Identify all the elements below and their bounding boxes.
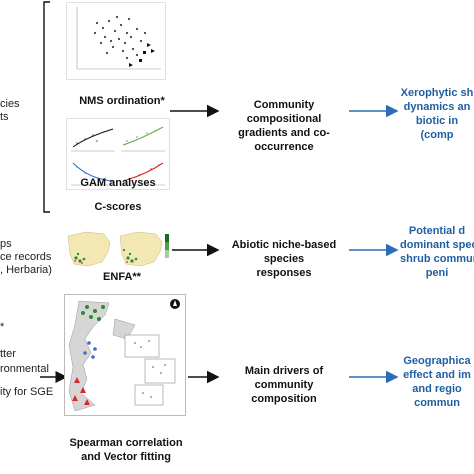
- input-block-3-line-4: ity for SGE: [0, 386, 54, 398]
- right-output-1: Xerophytic sh dynamics an biotic in (com…: [400, 86, 474, 142]
- middle-output-3-line-1: Main drivers of community: [244, 365, 324, 391]
- right-output-3: Geographica effect and im and regio comm…: [400, 354, 474, 410]
- north-arrow-icon: [170, 299, 180, 309]
- c-scores-label: C-scores: [94, 201, 142, 213]
- right-output-1-line-4: (comp: [420, 129, 454, 141]
- right-output-1-line-3: biotic in: [415, 115, 459, 127]
- input-block-3: * tter ronmental ity for SGE: [0, 320, 53, 400]
- spearman-inset-points: [134, 340, 166, 398]
- spearman-label-line-2: and Vector fitting: [81, 451, 171, 463]
- gam-plot-top-right: [121, 126, 165, 152]
- nms-ordination-label: NMS ordination*: [79, 95, 165, 107]
- input-block-2-line-1: ps: [0, 238, 12, 250]
- right-output-3-line-2: effect and im: [403, 369, 471, 381]
- gam-plot-bottom-left: [71, 162, 115, 186]
- spearman-map-land: [68, 300, 136, 412]
- right-output-2-line-4: peni: [425, 267, 449, 279]
- spearman-red-points: [72, 377, 90, 405]
- right-output-3-line-1: Geographica: [403, 355, 471, 367]
- nms-scatter-plot: [76, 7, 161, 70]
- middle-output-2-line-1: Abiotic niche-based species: [231, 239, 337, 265]
- enfa-iberia-maps: [67, 231, 169, 267]
- input-block-3-line-2: tter: [0, 348, 16, 360]
- spearman-blue-points: [83, 341, 97, 359]
- middle-output-3-line-2: composition: [251, 393, 317, 405]
- spearman-label-line-1: Spearman correlation: [69, 437, 183, 449]
- middle-output-1-line-2: gradients and co-occurrence: [238, 127, 330, 153]
- right-output-3-line-4: commun: [414, 397, 460, 409]
- spearman-green-points: [81, 305, 105, 321]
- middle-output-2-line-2: responses: [256, 267, 312, 279]
- right-output-2: Potential d dominant spec shrub communi …: [400, 224, 474, 280]
- right-output-2-line-2: dominant spec: [400, 239, 474, 251]
- gam-analyses-label: GAM analyses: [80, 177, 156, 189]
- gam-analyses-thumbnail: [66, 118, 170, 190]
- spearman-label: Spearman correlation and Vector fitting: [64, 436, 188, 464]
- input-block-2-line-2: ce records: [0, 251, 52, 263]
- middle-output-1: Community compositional gradients and co…: [220, 98, 348, 154]
- enfa-map-left: [67, 231, 111, 267]
- right-output-3-line-3: and regio: [412, 383, 462, 395]
- spearman-map: [68, 299, 180, 412]
- middle-output-1-line-1: Community compositional: [246, 99, 322, 125]
- right-output-1-line-2: dynamics an: [403, 101, 471, 113]
- input-block-3-line-3: ronmental: [0, 363, 49, 375]
- right-output-1-line-1: Xerophytic sh: [400, 87, 474, 99]
- input-block-2: ps ce records , Herbaria): [0, 238, 52, 277]
- nms-ordination-thumbnail: [66, 2, 166, 80]
- spearman-map-thumbnail: [64, 294, 186, 416]
- input-block-1-line-2: ts: [0, 111, 9, 123]
- spearman-inset-boxes: [124, 334, 176, 406]
- group-bracket: [43, 1, 50, 213]
- gam-plot-bottom-right: [121, 162, 165, 186]
- nms-points: [93, 15, 147, 60]
- enfa-map-right: [119, 231, 163, 267]
- middle-output-2: Abiotic niche-based species responses: [220, 238, 348, 280]
- gam-plot-top-left: [71, 128, 115, 152]
- right-output-2-line-3: shrub communi: [400, 253, 474, 265]
- gam-plots: [71, 126, 165, 186]
- enfa-label: ENFA**: [103, 271, 141, 283]
- enfa-color-scale: [165, 234, 169, 258]
- middle-output-3: Main drivers of community composition: [220, 364, 348, 406]
- input-block-2-line-3: , Herbaria): [0, 264, 52, 276]
- right-output-2-line-1: Potential d: [408, 225, 466, 237]
- nms-highlight-points: [129, 43, 155, 67]
- input-block-1: cies ts: [0, 98, 20, 124]
- input-block-1-line-1: cies: [0, 98, 20, 110]
- input-block-3-line-1: *: [0, 321, 5, 333]
- enfa-maps: [66, 228, 172, 272]
